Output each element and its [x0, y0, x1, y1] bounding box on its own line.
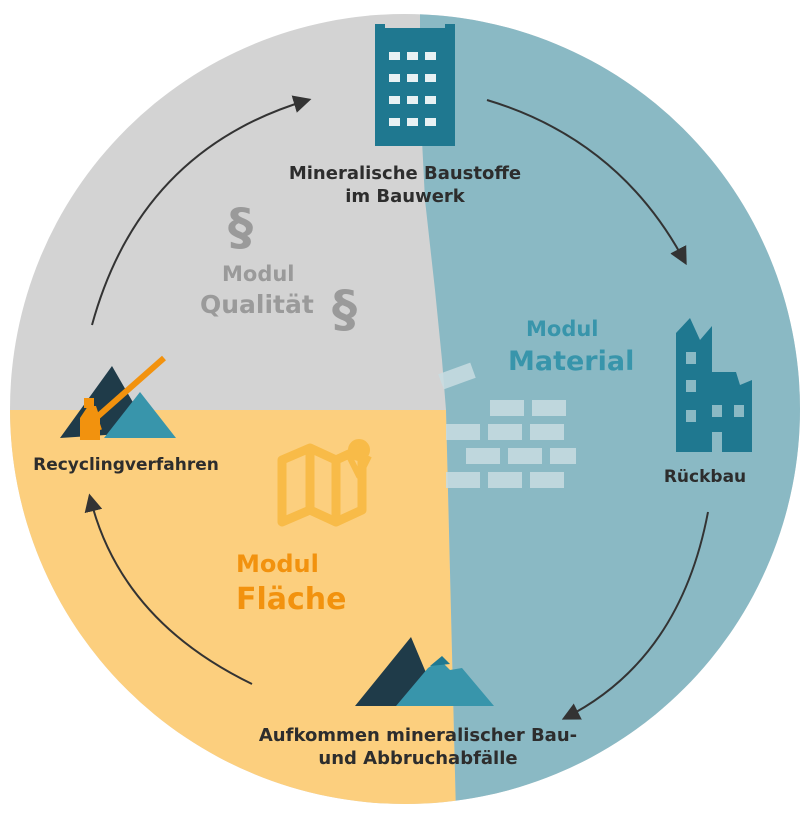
demolition-label: Rückbau: [663, 467, 747, 487]
office-building-icon: [375, 24, 455, 146]
material-sector: [408, 14, 800, 804]
waste-label: Aufkommen mineralischer Bau- und Abbruch…: [228, 724, 608, 771]
ruined-building-icon: [676, 318, 752, 452]
building-label-line2: im Bauwerk: [345, 186, 465, 208]
material-module-word: Modul: [526, 317, 599, 341]
arrow-waste-to-recycling: [84, 493, 253, 685]
crusher-machine-icon: [60, 355, 176, 440]
area-module-name: Fläche: [236, 582, 347, 617]
material-module-name: Material: [508, 346, 635, 377]
arrow-demolition-to-waste: [561, 511, 709, 720]
map-pin-icon: [277, 439, 372, 527]
quality-module-word: Modul: [222, 262, 295, 286]
waste-label-line2: und Abbruchabfälle: [318, 748, 518, 770]
paragraph-icon: §: [332, 280, 357, 338]
arrow-recycling-to-building: [91, 95, 312, 326]
cycle-arrows: [84, 95, 709, 720]
area-module-word: Modul: [236, 550, 319, 578]
building-label-line1: Mineralische Baustoffe: [288, 163, 522, 184]
brick-wall-icon: [438, 362, 576, 488]
building-label: Mineralische Baustoffe im Bauwerk: [270, 162, 540, 209]
rubble-pile-icon: [355, 637, 494, 706]
arrow-building-to-demolition: [486, 99, 687, 266]
quality-module-name: Qualität: [200, 290, 314, 319]
recycling-label: Recyclingverfahren: [33, 455, 219, 475]
waste-label-line1: Aufkommen mineralischer Bau-: [258, 725, 578, 746]
paragraph-icon: §: [228, 198, 253, 256]
